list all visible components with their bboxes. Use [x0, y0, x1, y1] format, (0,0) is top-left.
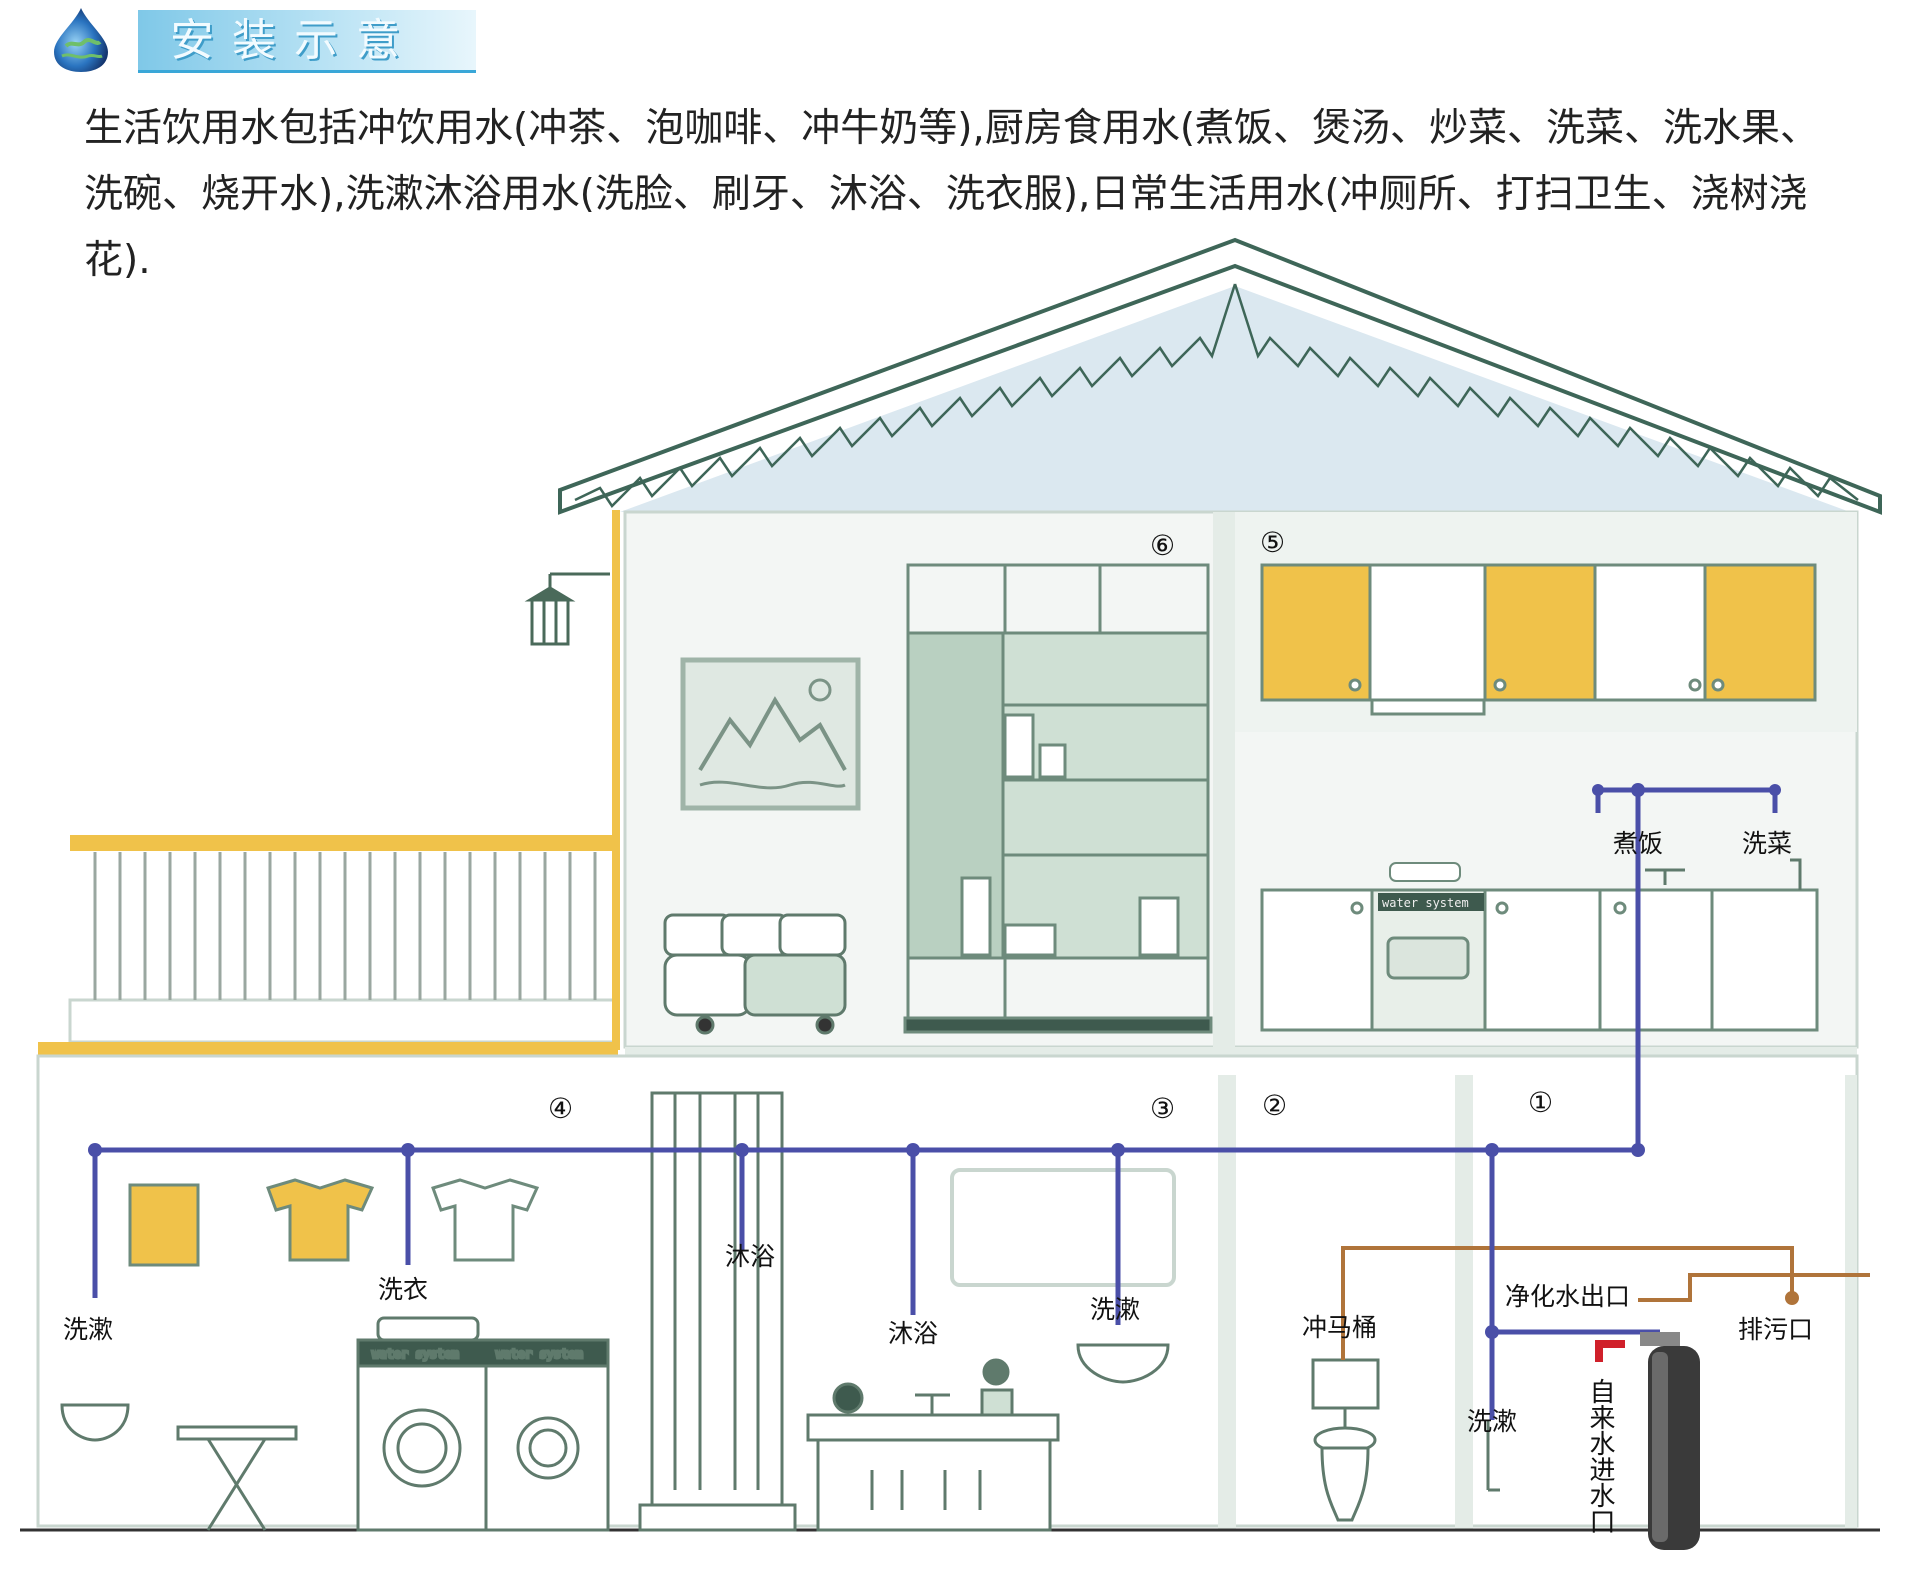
label-wash-face-middle: 洗漱: [1090, 1295, 1140, 1324]
roof: [558, 237, 1882, 515]
washbasin-right: [1486, 1420, 1500, 1492]
ironing-table: [176, 1425, 298, 1531]
balcony: [38, 510, 620, 1056]
label-cook-rice: 煮饭: [1613, 829, 1663, 858]
kitchen-counter: [1260, 888, 1819, 1032]
purified-water-pipe: [92, 787, 1778, 1420]
sofa: [663, 913, 847, 1035]
page-title: 安装示意: [170, 15, 418, 66]
under-sink-filter-kitchen: water system: [1378, 862, 1484, 911]
washer-right-label: water system: [496, 1347, 583, 1361]
title-banner: 安装示意: [138, 10, 476, 73]
label-shower-column: 沐浴: [725, 1242, 775, 1271]
kitchen-faucet-icon: [1645, 858, 1802, 890]
label-wash-face-left: 洗漱: [63, 1315, 113, 1344]
kitchen-wall-cabinets: [1260, 563, 1817, 716]
label-wash-vegetables: 洗菜: [1742, 829, 1792, 858]
room-number-6: ⑥: [1150, 529, 1175, 562]
kitchen-filter-label: water system: [1382, 896, 1469, 910]
room-number-4: ④: [548, 1092, 573, 1125]
bathroom-window: [950, 1168, 1176, 1287]
hanging-lantern-icon: [524, 572, 610, 646]
room-numbers: ① ② ③ ④ ⑤ ⑥: [548, 526, 1553, 1125]
room-number-1: ①: [1528, 1086, 1553, 1119]
wardrobe-cabinet: [903, 563, 1213, 1034]
bathtub: [806, 1358, 1060, 1532]
room-number-2: ②: [1262, 1089, 1287, 1122]
label-shower-bath: 沐浴: [888, 1319, 938, 1348]
drain-pipe: [1341, 1246, 1870, 1360]
intro-paragraph: 生活饮用水包括冲饮用水(冲茶、泡咖啡、冲牛奶等),厨房食用水(煮饭、煲汤、炒菜、…: [84, 106, 1820, 283]
washbasin-left: [60, 1403, 130, 1442]
shower-cabin: [638, 1091, 797, 1532]
hanging-clothes: [128, 1178, 540, 1267]
label-tap-water-inlet: 自来水进水口: [1585, 1378, 1615, 1534]
toilet: [1311, 1358, 1380, 1522]
washbasin-middle: [1076, 1343, 1170, 1384]
label-laundry: 洗衣: [378, 1275, 428, 1304]
label-wash-face-right: 洗漱: [1467, 1407, 1517, 1436]
washer-left-label: water system: [372, 1347, 459, 1361]
label-drain-outlet: 排污口: [1738, 1315, 1813, 1344]
label-flush-toilet: 冲马桶: [1302, 1313, 1377, 1342]
wall-painting: [680, 657, 861, 811]
room-number-5: ⑤: [1260, 526, 1285, 559]
washing-machines: water system water system: [356, 1316, 610, 1532]
pipe-junctions: [88, 783, 1781, 1339]
usage-labels: 煮饭 洗菜 洗衣 洗漱 沐浴 沐浴 洗漱 冲马桶 净化水出口 排污口 洗漱 自来…: [63, 829, 1813, 1534]
water-purifier-tank: [1595, 1332, 1700, 1550]
room-number-3: ③: [1150, 1092, 1175, 1125]
water-drop-globe-icon: [54, 8, 108, 72]
label-purified-outlet: 净化水出口: [1505, 1282, 1630, 1311]
